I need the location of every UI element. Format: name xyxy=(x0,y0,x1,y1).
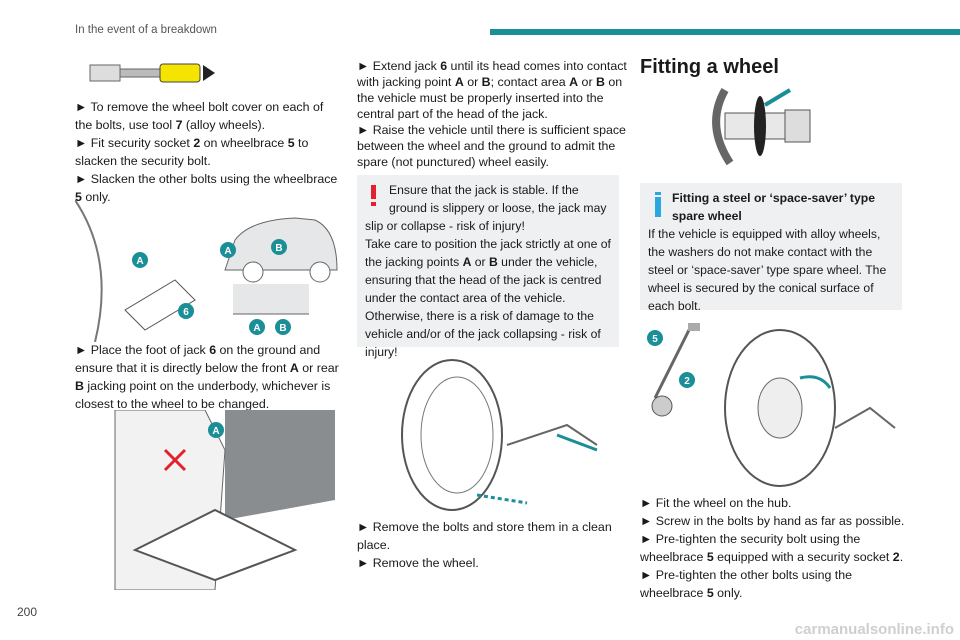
paragraph: ► Place the foot of jack 6 on the ground… xyxy=(75,341,345,413)
text-segment: ► Place the foot of jack xyxy=(75,343,210,357)
fitting-wheel-illustration: 5 2 xyxy=(647,323,896,487)
bold-reference: A xyxy=(569,75,579,89)
bold-reference: 5 xyxy=(75,190,82,204)
watermark: carmanualsonline.info xyxy=(794,621,954,638)
text-segment: ► Fit security socket xyxy=(75,136,194,150)
bold-reference: B xyxy=(75,379,84,393)
jack-under-vehicle-illustration: A xyxy=(75,410,335,590)
fig-label-6: 6 xyxy=(183,307,189,318)
text-segment: . xyxy=(899,550,904,564)
text-segment: on the vehicle must be properly inserted… xyxy=(357,75,623,121)
text-segment: or xyxy=(578,75,597,89)
text-segment: ► Fit the wheel on the hub. xyxy=(640,496,792,510)
bold-reference: 6 xyxy=(440,59,448,73)
paragraph: ► Remove the bolts and store them in a c… xyxy=(357,518,623,554)
bold-reference: B xyxy=(596,75,605,89)
paragraph: ► Extend jack 6 until its head comes int… xyxy=(357,58,631,122)
bold-reference: A xyxy=(462,255,472,269)
wheel-bolt-illustration xyxy=(712,88,811,166)
warning-text: Ensure that the jack is stable. If the g… xyxy=(365,181,611,361)
text-segment: or xyxy=(463,75,482,89)
text-segment: ► Slacken the other bolts using the whee… xyxy=(75,172,338,186)
text-segment: If the vehicle is equipped with alloy wh… xyxy=(648,227,887,313)
text-segment: ► Screw in the bolts by hand as far as p… xyxy=(640,514,905,528)
bold-reference: 2 xyxy=(193,136,201,150)
bold-reference: A xyxy=(454,75,464,89)
wheel-removal-illustration xyxy=(401,359,598,511)
bold-reference: 2 xyxy=(892,550,900,564)
text-segment: only. xyxy=(81,190,111,204)
text-segment: ; contact area xyxy=(490,75,570,89)
col3-para1: ► Fit the wheel on the hub. ► Screw in th… xyxy=(640,494,910,602)
text-segment: equipped with a security socket xyxy=(713,550,893,564)
text-segment: under the vehicle, ensuring that the hea… xyxy=(365,255,602,359)
text-segment: ► Extend jack xyxy=(357,59,441,73)
text-segment: to slacken the security bolt. xyxy=(75,136,309,168)
fig-label-2: 2 xyxy=(684,376,690,387)
paragraph: Take care to position the jack strictly … xyxy=(365,235,611,361)
fig-label-b: B xyxy=(275,243,282,254)
paragraph: ► Pre-tighten the security bolt using th… xyxy=(640,530,910,566)
fig-label-a: A xyxy=(253,323,260,334)
text-segment: (alloy wheels). xyxy=(182,118,266,132)
fig-label-a: A xyxy=(212,426,219,437)
paragraph: ► Screw in the bolts by hand as far as p… xyxy=(640,512,910,530)
info-box: Fitting a steel or ‘space-saver’ type sp… xyxy=(640,183,902,313)
text-segment: on the ground and ensure that it is dire… xyxy=(75,343,321,375)
header-accent-bar xyxy=(490,29,960,35)
text-segment: ► Pre-tighten the security bolt using th… xyxy=(640,532,861,564)
text-segment: until its head comes into contact with j… xyxy=(357,59,627,89)
warning-icon xyxy=(365,181,389,215)
bold-reference: 7 xyxy=(175,118,183,132)
paragraph: ► Fit security socket 2 on wheelbrace 5 … xyxy=(75,134,343,170)
paragraph: ► Fit the wheel on the hub. xyxy=(640,494,910,512)
col1-para2: ► Place the foot of jack 6 on the ground… xyxy=(75,341,345,413)
text-segment: ► Pre-tighten the other bolts using the … xyxy=(640,568,853,600)
fig-label-a: A xyxy=(136,256,143,267)
fig-label-5: 5 xyxy=(652,334,658,345)
col2-para1: ► Extend jack 6 until its head comes int… xyxy=(357,58,631,170)
text-segment: Take care to position the jack strictly … xyxy=(365,237,611,269)
text-segment: ► Remove the wheel. xyxy=(357,556,479,570)
page-number: 200 xyxy=(17,605,38,619)
info-text: If the vehicle is equipped with alloy wh… xyxy=(648,225,894,315)
paragraph: If the vehicle is equipped with alloy wh… xyxy=(648,225,894,315)
text-segment: ► Raise the vehicle until there is suffi… xyxy=(357,123,626,169)
section-header: In the event of a breakdown xyxy=(75,24,217,36)
label-a-marker xyxy=(132,252,148,268)
bold-reference: B xyxy=(481,75,491,89)
fig-label-a: A xyxy=(224,246,231,257)
warning-box: Ensure that the jack is stable. If the g… xyxy=(357,175,619,359)
info-title: Fitting a steel or ‘space-saver’ type sp… xyxy=(672,191,875,223)
text-segment: or xyxy=(471,255,489,269)
info-icon xyxy=(648,189,672,219)
text-segment: ► To remove the wheel bolt cover on each… xyxy=(75,100,324,132)
text-segment: ► Remove the bolts and store them in a c… xyxy=(357,520,612,552)
paragraph: ► To remove the wheel bolt cover on each… xyxy=(75,98,343,134)
bold-reference: B xyxy=(488,255,498,269)
section-title: Fitting a wheel xyxy=(640,56,779,78)
text-segment: Ensure that the jack is stable. If the g… xyxy=(365,183,607,233)
text-segment: or rear xyxy=(298,361,339,375)
text-segment: only. xyxy=(713,586,743,600)
paragraph: Ensure that the jack is stable. If the g… xyxy=(365,181,611,235)
paragraph: ► Raise the vehicle until there is suffi… xyxy=(357,122,631,170)
paragraph: ► Slacken the other bolts using the whee… xyxy=(75,170,343,206)
bold-reference: A xyxy=(289,361,299,375)
bold-reference: 5 xyxy=(287,136,295,150)
jacking-points-illustration: A A B 6 A B xyxy=(75,200,338,342)
text-segment: on wheelbrace xyxy=(200,136,288,150)
col2-para2: ► Remove the bolts and store them in a c… xyxy=(357,518,623,572)
bold-reference: 6 xyxy=(209,343,217,357)
bold-reference: 5 xyxy=(706,586,714,600)
fig-label-b: B xyxy=(279,323,286,334)
paragraph: ► Remove the wheel. xyxy=(357,554,623,572)
col1-para1: ► To remove the wheel bolt cover on each… xyxy=(75,98,343,206)
paragraph: ► Pre-tighten the other bolts using the … xyxy=(640,566,910,602)
tool-illustration xyxy=(89,63,215,83)
text-segment: jacking point on the underbody, whicheve… xyxy=(75,379,331,411)
bold-reference: 5 xyxy=(706,550,714,564)
